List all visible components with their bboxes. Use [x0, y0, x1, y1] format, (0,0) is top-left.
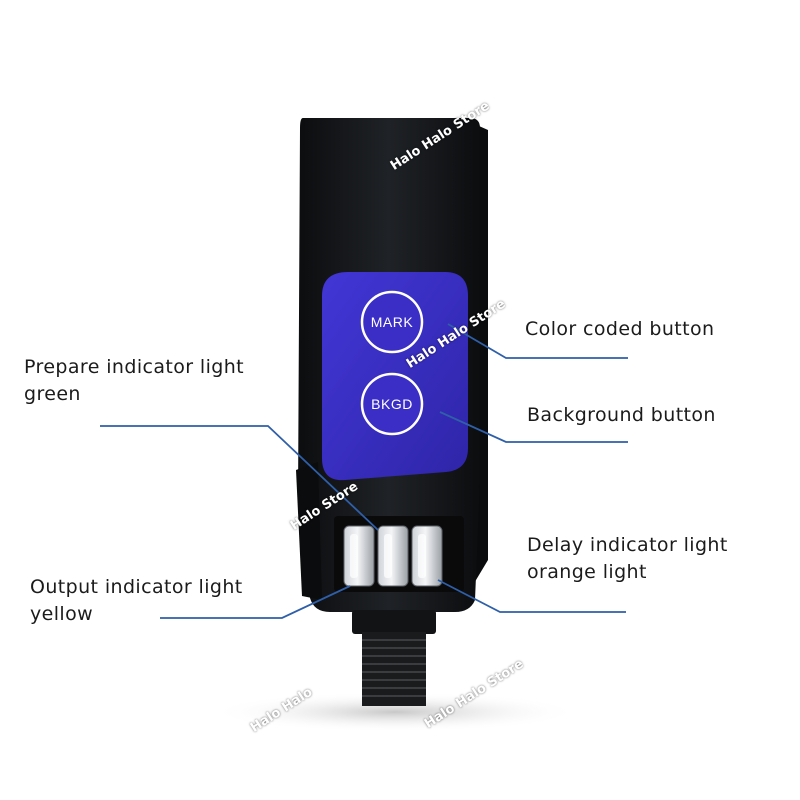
leader-lines: [100, 323, 628, 619]
indicator-lens-2: [377, 525, 409, 587]
indicator-lens-3: [411, 525, 443, 587]
callout-delay-line1: Delay indicator light: [527, 534, 728, 556]
indicator-lens-1: [343, 525, 375, 587]
callout-output-indicator: Output indicator light yellow: [30, 574, 243, 628]
callout-color-coded-button: Color coded button: [525, 318, 715, 340]
mark-button-label: MARK: [371, 314, 414, 330]
callout-prepare-line1: Prepare indicator light: [24, 356, 245, 378]
callout-delay-line2: orange light: [527, 561, 647, 583]
leader-line-output: [160, 585, 351, 619]
callout-delay-indicator: Delay indicator light orange light: [527, 532, 728, 586]
leader-line-prepare: [100, 425, 379, 531]
mark-button[interactable]: MARK: [360, 290, 424, 354]
bkgd-button-label: BKGD: [371, 396, 413, 412]
callout-output-line1: Output indicator light: [30, 576, 243, 598]
leader-line-delay: [437, 579, 626, 613]
sensor-bracket-left: [296, 462, 322, 600]
callout-prepare-indicator: Prepare indicator light green: [24, 354, 244, 408]
callout-prepare-line2: green: [24, 383, 81, 405]
callout-output-line2: yellow: [30, 603, 94, 625]
floor-shadow: [210, 692, 580, 732]
leader-line-color: [447, 323, 628, 359]
leader-line-background: [439, 411, 628, 443]
callout-background-button: Background button: [527, 404, 716, 426]
connector-thread: [362, 632, 426, 706]
connector-collar: [352, 610, 436, 634]
bkgd-button[interactable]: BKGD: [360, 372, 424, 436]
